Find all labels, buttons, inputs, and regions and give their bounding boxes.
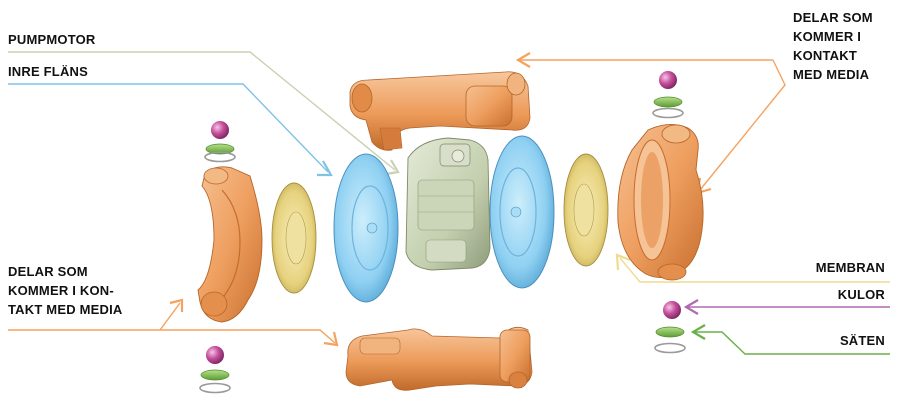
left-bottom-ball-seat bbox=[200, 346, 230, 393]
bottom-manifold bbox=[346, 327, 532, 390]
inre-flans-leader bbox=[8, 84, 328, 172]
arrow-icon bbox=[170, 300, 182, 312]
right-top-ball-seat bbox=[653, 71, 683, 118]
label-saten: SÄTEN bbox=[840, 331, 885, 350]
right-inner-flange bbox=[490, 136, 554, 288]
left-diaphragm bbox=[272, 183, 316, 293]
label-wetted-parts-top-right: DELAR SOM KOMMER I KONTAKT MED MEDIA bbox=[793, 8, 873, 84]
label-line: DELAR SOM bbox=[793, 8, 873, 27]
right-bottom-ball-seat bbox=[655, 301, 685, 353]
label-membran: MEMBRAN bbox=[816, 258, 885, 277]
right-diaphragm bbox=[564, 154, 608, 266]
label-line: DELAR SOM bbox=[8, 262, 123, 281]
label-wetted-parts-bottom-left: DELAR SOM KOMMER I KON- TAKT MED MEDIA bbox=[8, 262, 123, 319]
label-inre-flans: INRE FLÄNS bbox=[8, 62, 88, 81]
label-line: KOMMER I bbox=[793, 27, 873, 46]
left-outer-chamber bbox=[198, 167, 262, 322]
label-kulor: KULOR bbox=[838, 285, 885, 304]
label-line: KOMMER I KON- bbox=[8, 281, 123, 300]
left-inner-flange bbox=[334, 154, 398, 302]
label-line: KONTAKT bbox=[793, 46, 873, 65]
label-line: TAKT MED MEDIA bbox=[8, 300, 123, 319]
right-outer-chamber bbox=[618, 124, 703, 280]
pump-motor bbox=[406, 138, 490, 270]
label-line: MED MEDIA bbox=[793, 65, 873, 84]
wetted-bottom-leader bbox=[160, 330, 335, 343]
wetted-right-leader bbox=[700, 60, 785, 190]
left-top-ball-seat bbox=[205, 121, 235, 162]
label-pumpmotor: PUMPMOTOR bbox=[8, 30, 96, 49]
